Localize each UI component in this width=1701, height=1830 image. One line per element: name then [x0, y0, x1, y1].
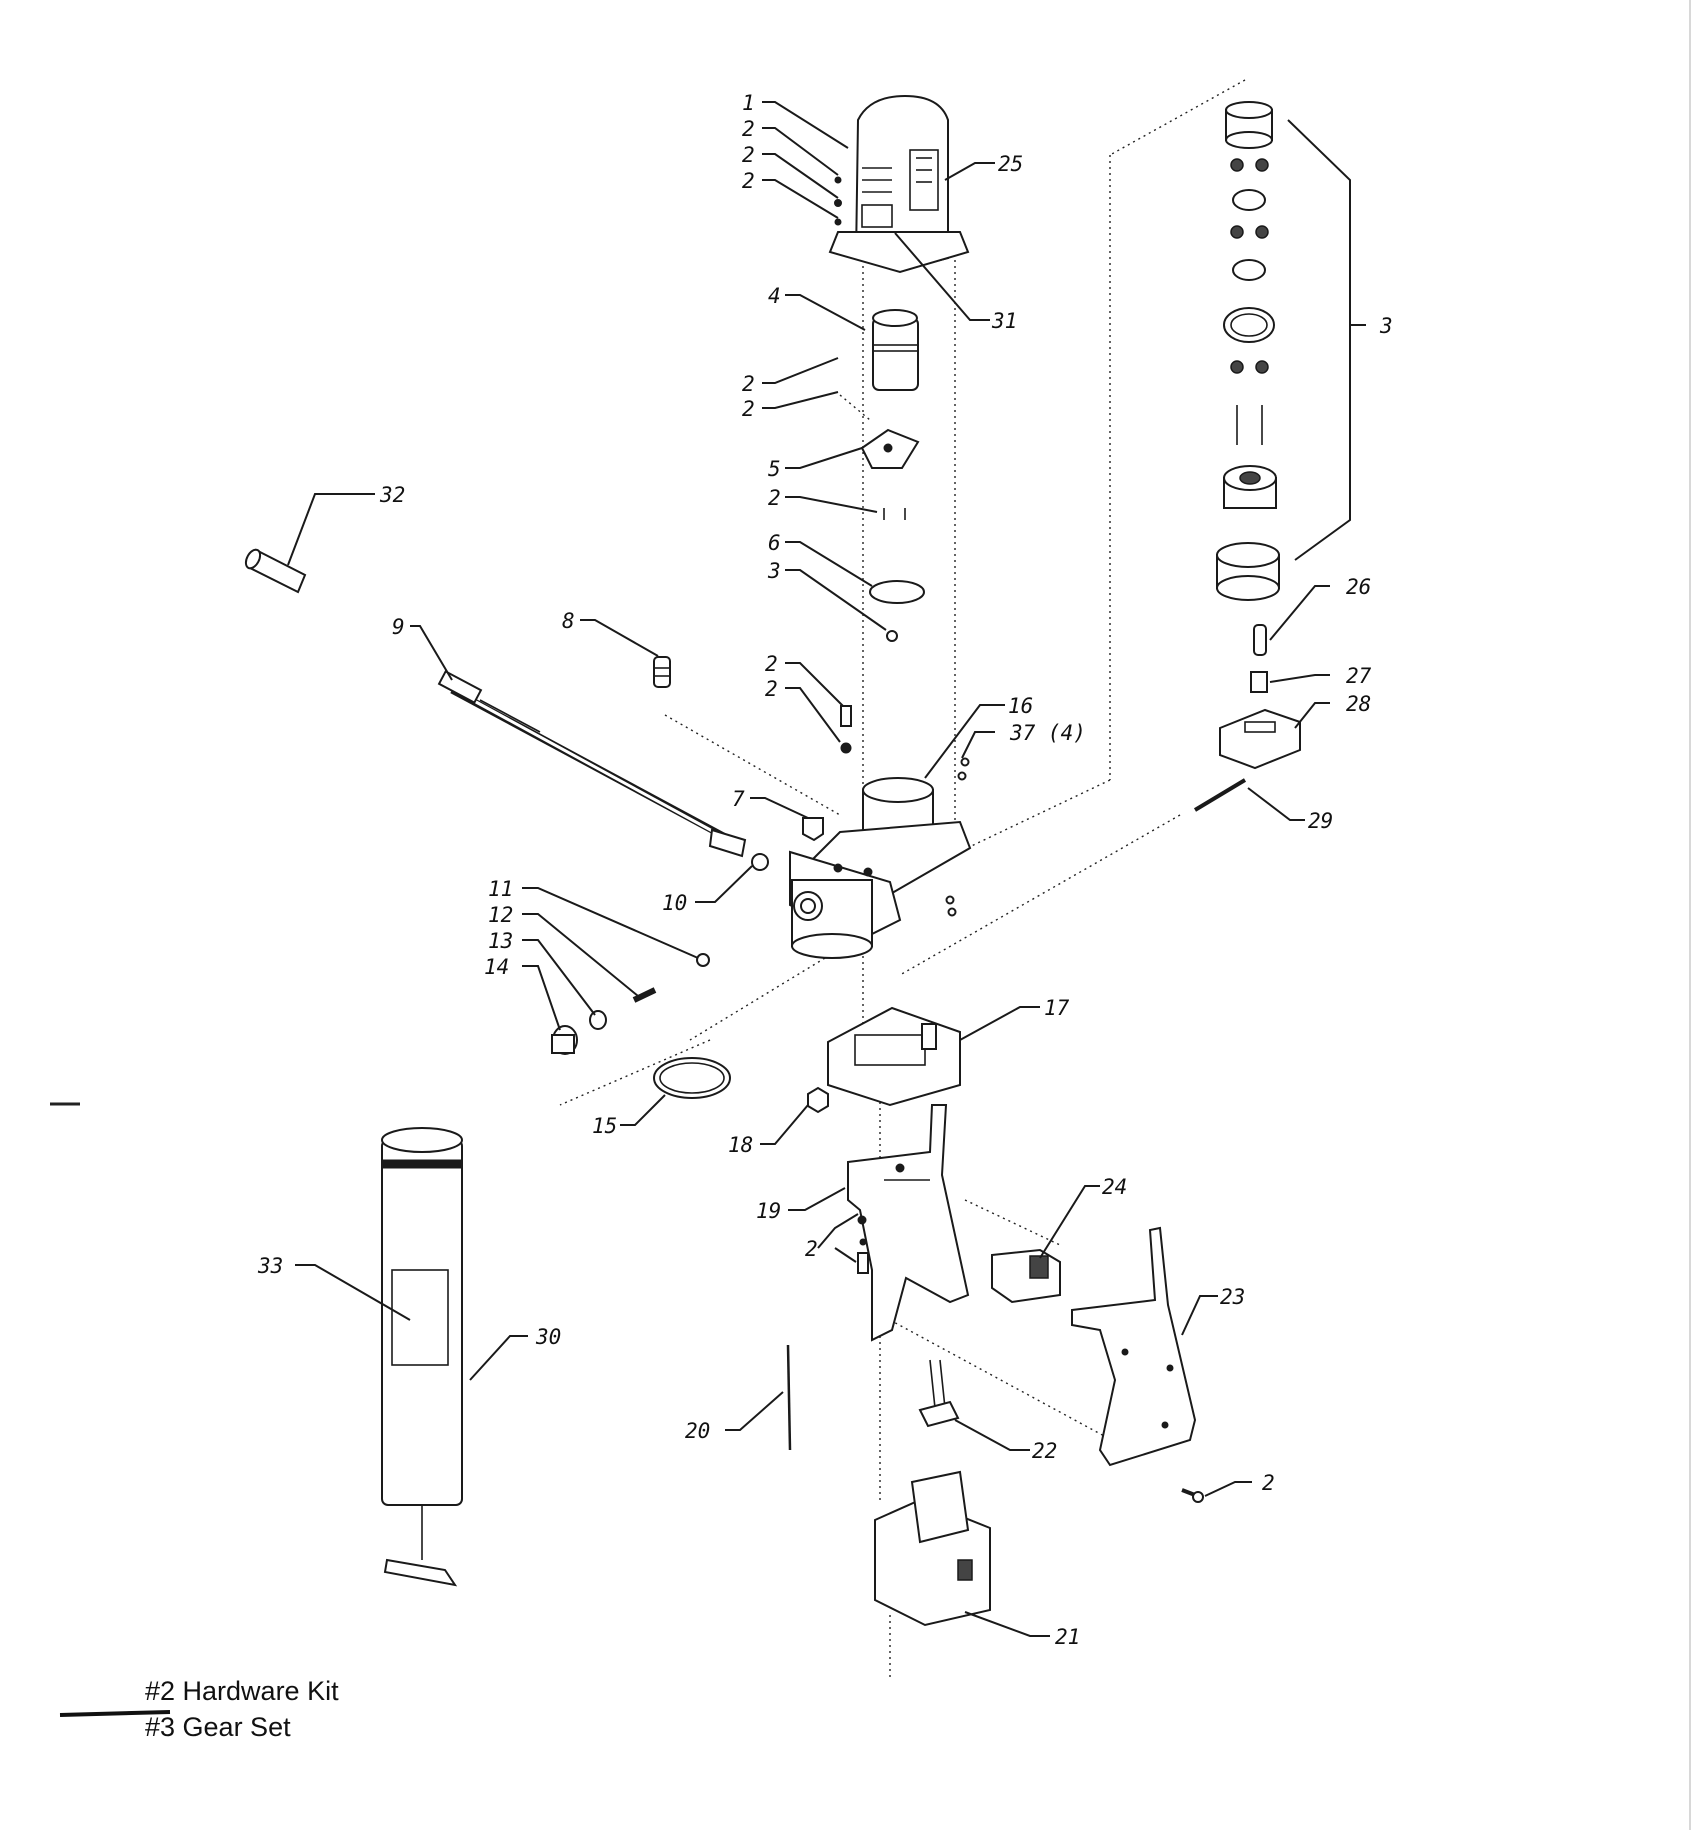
callout-22: 22	[1032, 1439, 1057, 1463]
callout-14: 14	[484, 955, 509, 979]
callout-2: 2	[1262, 1471, 1275, 1495]
rod-pin-part	[1193, 778, 1247, 812]
screw-bottom-part	[1181, 1488, 1204, 1503]
grease-hose-part	[437, 670, 747, 858]
callout-16: 16	[1008, 694, 1033, 718]
callout-10: 10	[662, 891, 687, 915]
pump-body-part	[789, 850, 902, 959]
motor-housing-part	[828, 94, 970, 274]
callout-26: 26	[1346, 575, 1371, 599]
callout-6: 6	[768, 531, 781, 555]
battery-part	[874, 1470, 991, 1627]
grease-tube-part	[381, 1127, 463, 1587]
washer-disc-part	[869, 580, 925, 604]
screw-pair	[883, 508, 906, 520]
callout-24: 24	[1102, 1175, 1127, 1199]
callout-2: 2	[765, 652, 778, 676]
plug-part	[551, 1025, 578, 1055]
leader-lines	[287, 101, 1366, 1637]
base-plate-part	[827, 1006, 961, 1107]
screws-top	[834, 176, 842, 226]
trigger-switch-part	[918, 1359, 960, 1428]
sleeve-part	[244, 548, 307, 594]
callout-3: 3	[767, 559, 781, 583]
callout-8: 8	[562, 609, 575, 633]
nut-part	[807, 1086, 829, 1114]
pin-part	[1253, 624, 1267, 656]
callout-5: 5	[768, 457, 781, 481]
grease-fitting-part	[653, 656, 671, 688]
callout-2: 2	[742, 169, 755, 193]
callout-28: 28	[1346, 692, 1371, 716]
callout-2: 2	[742, 117, 755, 141]
callout-20: 20	[685, 1419, 710, 1443]
callout-32: 32	[379, 483, 405, 507]
bushing-part	[1250, 671, 1268, 693]
callout-2: 2	[805, 1237, 818, 1261]
callout-31: 31	[991, 309, 1017, 333]
callout-19: 19	[756, 1199, 781, 1223]
callout-27: 27	[1346, 664, 1372, 688]
callout-25: 25	[998, 152, 1023, 176]
callout-2: 2	[765, 677, 778, 701]
large-o-ring-part	[653, 1057, 731, 1099]
callout-4: 4	[768, 284, 781, 308]
gear-housing-part	[798, 777, 972, 902]
callout-3-gearset: 3	[1379, 314, 1393, 338]
spring-part	[632, 987, 657, 1003]
callout-12: 12	[488, 903, 513, 927]
small-balls	[945, 757, 970, 917]
callout-37: 37 (4)	[1009, 721, 1086, 745]
callout-labels: 1 2 2 2 25 31 4 2 2 5 2 6 3 2 2 16 37 (4…	[257, 91, 1393, 1649]
motor-part	[872, 309, 919, 391]
gear-set-part	[1216, 101, 1280, 601]
callout-23: 23	[1220, 1285, 1245, 1309]
callout-1: 1	[742, 91, 755, 115]
callout-17: 17	[1044, 996, 1070, 1020]
callout-18: 18	[728, 1133, 753, 1157]
screw-part	[840, 705, 852, 727]
callout-2: 2	[742, 143, 755, 167]
gear-ball-part	[886, 630, 898, 642]
callout-33: 33	[257, 1254, 283, 1278]
callout-29: 29	[1308, 809, 1333, 833]
callout-2: 2	[742, 397, 755, 421]
mounting-plate-part	[860, 428, 920, 469]
thin-rod-part	[786, 1344, 792, 1451]
callout-30: 30	[535, 1325, 561, 1349]
bracket-part	[1219, 708, 1301, 770]
washer-ring-part	[589, 1010, 607, 1030]
callout-15: 15	[592, 1114, 617, 1138]
legend-hardware-kit: #2 Hardware Kit	[145, 1676, 339, 1706]
callout-21: 21	[1055, 1625, 1080, 1649]
callout-9: 9	[392, 615, 405, 639]
o-ring-part	[751, 853, 769, 871]
legend-mark	[59, 1710, 171, 1717]
switch-part	[991, 1248, 1061, 1304]
callout-2: 2	[742, 372, 755, 396]
legend-gear-set: #3 Gear Set	[145, 1712, 291, 1742]
callout-13: 13	[488, 929, 513, 953]
handle-frame-part	[847, 1104, 970, 1342]
callout-2: 2	[768, 486, 781, 510]
callout-7: 7	[732, 787, 745, 811]
ball-part	[696, 953, 710, 967]
callout-11: 11	[488, 877, 513, 901]
handle-grip-part	[1071, 1226, 1197, 1467]
check-valve-part	[802, 817, 824, 842]
washer-part	[840, 742, 852, 754]
legend: #2 Hardware Kit #3 Gear Set	[50, 1102, 339, 1742]
